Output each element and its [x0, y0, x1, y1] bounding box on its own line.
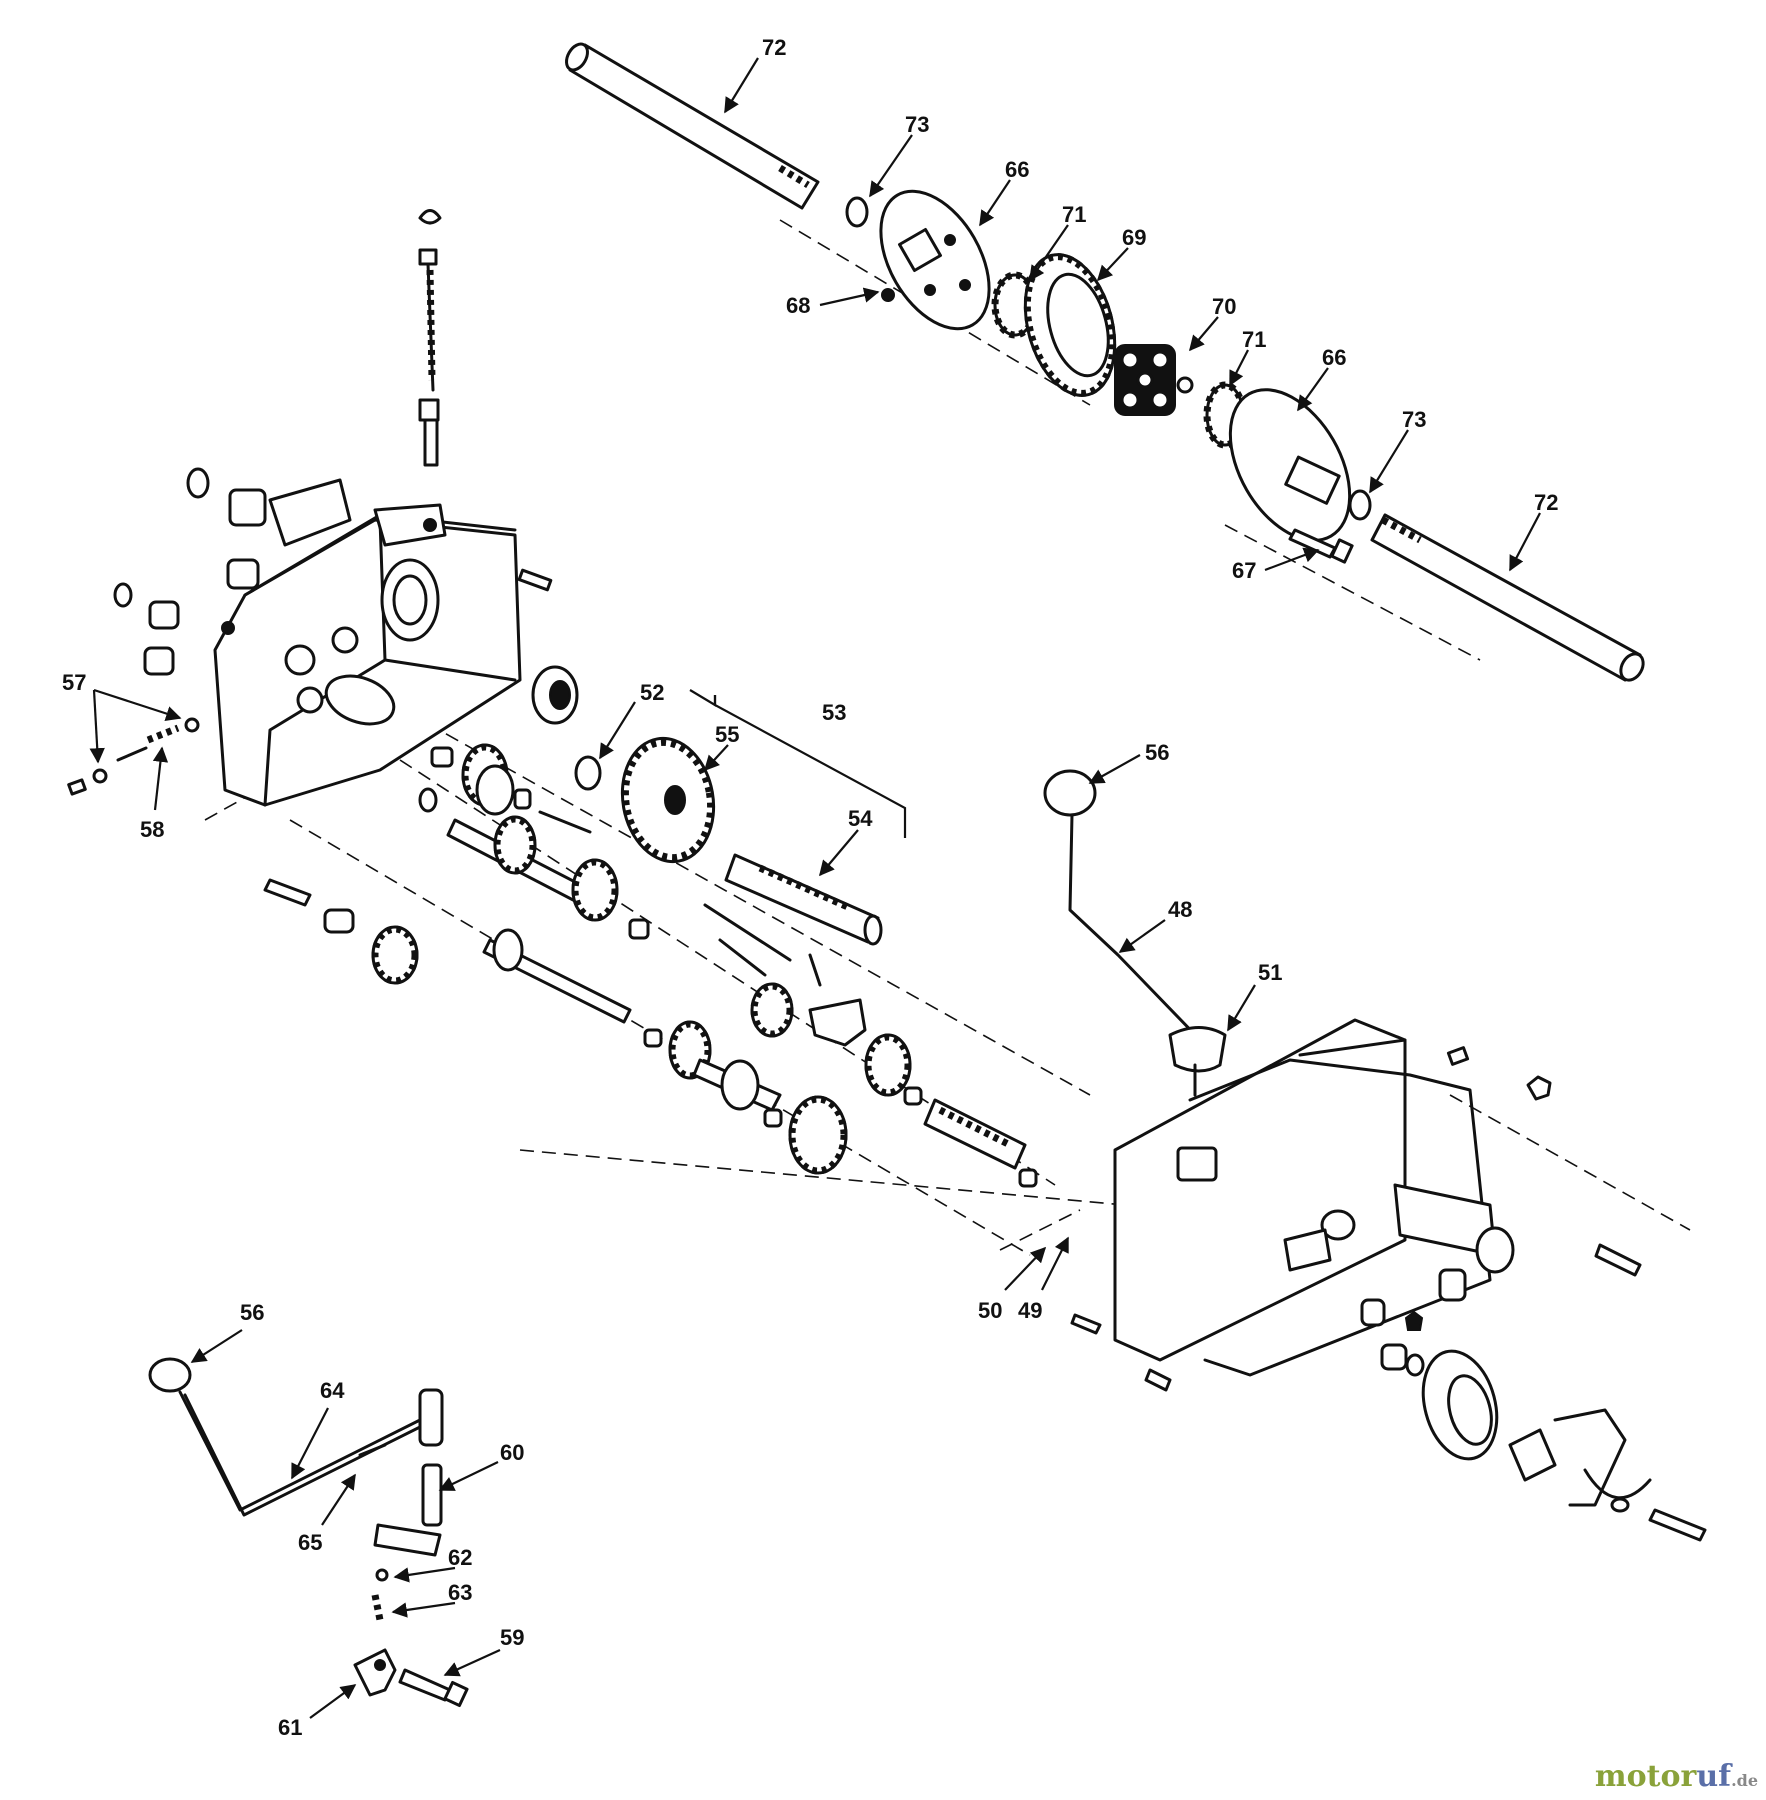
callout-48: 48	[1168, 897, 1192, 922]
callout-57: 57	[62, 670, 86, 695]
callout-62: 62	[448, 1545, 472, 1570]
callout-71-upper: 71	[1062, 202, 1086, 227]
bearing-large-left	[531, 665, 579, 725]
watermark-part1: motor	[1594, 1759, 1697, 1794]
callout-73-lower: 73	[1402, 407, 1426, 432]
callout-59: 59	[500, 1625, 524, 1650]
shift-boot-51	[1168, 1026, 1227, 1097]
callout-51: 51	[1258, 960, 1282, 985]
callout-53: 53	[822, 700, 846, 725]
watermark-part3: .de	[1731, 1771, 1758, 1790]
callout-56-upper: 56	[1145, 740, 1169, 765]
callout-52: 52	[640, 680, 664, 705]
pinion-assembly-70	[1114, 344, 1194, 416]
callout-58: 58	[140, 817, 164, 842]
retaining-ring-73-lower	[1348, 489, 1372, 521]
bolt-67	[1288, 528, 1354, 564]
callout-66-upper: 66	[1005, 157, 1029, 182]
callout-69: 69	[1122, 225, 1146, 250]
callout-67: 67	[1232, 558, 1256, 583]
splined-shaft-54	[724, 853, 883, 946]
watermark-part2: uf	[1696, 1759, 1732, 1794]
callout-56-lower: 56	[240, 1300, 264, 1325]
lever-pin-65	[358, 1443, 387, 1457]
callout-64: 64	[320, 1378, 345, 1403]
callout-61: 61	[278, 1715, 302, 1740]
callout-55: 55	[715, 722, 739, 747]
shift-fork-61	[353, 1648, 397, 1697]
callout-63: 63	[448, 1580, 472, 1605]
right-housing	[1113, 1018, 1515, 1377]
shift-shaft-60	[373, 1388, 444, 1557]
shift-knob-56-lower	[148, 1357, 192, 1393]
ring-gear-69	[1023, 253, 1117, 397]
callout-71-lower: 71	[1242, 327, 1266, 352]
watermark-logo: motoruf.de	[1595, 1759, 1758, 1794]
callout-72-upper: 72	[762, 35, 786, 60]
bolt-59	[398, 1668, 469, 1708]
callout-65: 65	[298, 1530, 322, 1555]
callout-72-lower: 72	[1534, 490, 1558, 515]
callout-49: 49	[1018, 1298, 1042, 1323]
axle-shaft-lower	[1370, 513, 1645, 682]
dipstick	[418, 209, 442, 467]
washer-52	[574, 755, 602, 791]
shift-lever-64	[178, 1390, 426, 1517]
needle-bearings-left	[113, 467, 553, 676]
callout-60: 60	[500, 1440, 524, 1465]
right-housing-hardware	[1070, 1075, 1642, 1392]
ball-62	[375, 1568, 389, 1582]
callout-66-lower: 66	[1322, 345, 1346, 370]
callout-68: 68	[786, 293, 810, 318]
callout-leaders	[89, 57, 1541, 1719]
brake-drum	[1421, 1349, 1707, 1542]
callout-labels: 72 73 66 68 71 69 70 71 66 73 72 67 57 5…	[62, 35, 1558, 1740]
callout-73-upper: 73	[905, 112, 929, 137]
shift-lever-48	[1043, 769, 1207, 1047]
spur-gear-55	[620, 736, 716, 864]
retaining-ring-73-upper	[845, 196, 869, 228]
left-housing	[213, 478, 522, 807]
detent-parts-57-58	[67, 717, 200, 796]
axle-shaft-upper	[565, 42, 820, 210]
callout-70: 70	[1212, 294, 1236, 319]
ball-68	[881, 288, 895, 302]
spring-63	[371, 1594, 384, 1621]
callout-50: 50	[978, 1298, 1002, 1323]
differential-case-66-lower	[1228, 388, 1352, 542]
differential-case-66-upper	[879, 189, 991, 331]
callout-54: 54	[848, 806, 873, 831]
gear-shafts	[263, 743, 1038, 1188]
